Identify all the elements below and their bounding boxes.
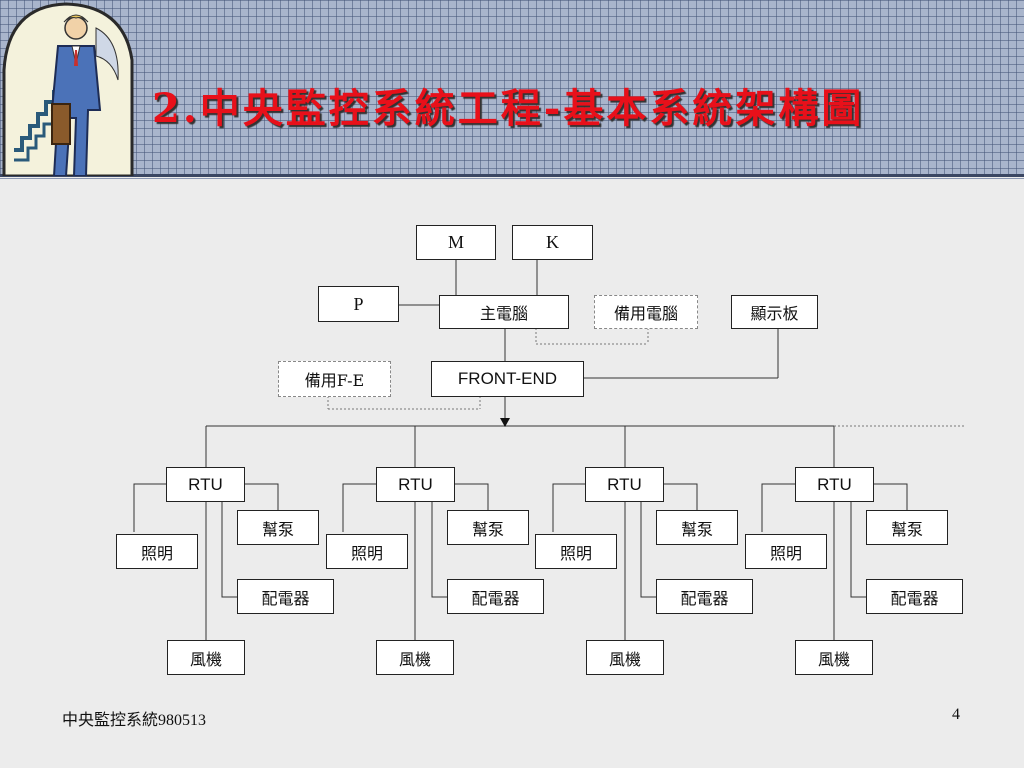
banner-divider [0, 174, 1024, 177]
rtu-box: RTU [376, 467, 455, 502]
title-banner [0, 0, 1024, 174]
pump-box: 幫泵 [447, 510, 529, 545]
slide-title: 2.中央監控系統工程-基本系統架構圖 [152, 85, 865, 132]
distributor-box: 配電器 [866, 579, 963, 614]
distributor-box: 配電器 [656, 579, 753, 614]
rtu-box: RTU [166, 467, 245, 502]
fan-box: 風機 [376, 640, 454, 675]
footer-text: 中央監控系統980513 [62, 712, 207, 729]
rtu-box: RTU [795, 467, 874, 502]
pump-box: 幫泵 [866, 510, 948, 545]
main-computer-box: 主電腦 [439, 295, 569, 329]
lighting-box: 照明 [326, 534, 408, 569]
lighting-box: 照明 [116, 534, 198, 569]
businessman-climbing-stairs-icon [2, 2, 134, 176]
rtu-box: RTU [585, 467, 664, 502]
pump-box: 幫泵 [237, 510, 319, 545]
banner-divider-thin [0, 178, 1024, 179]
front-end-box: FRONT-END [431, 361, 584, 397]
lighting-box: 照明 [745, 534, 827, 569]
distributor-box: 配電器 [237, 579, 334, 614]
page-number: 4 [952, 706, 960, 723]
fan-box: 風機 [795, 640, 873, 675]
distributor-box: 配電器 [447, 579, 544, 614]
lighting-box: 照明 [535, 534, 617, 569]
backup-computer-box: 備用電腦 [594, 295, 698, 329]
display-board-box: 顯示板 [731, 295, 818, 329]
pump-box: 幫泵 [656, 510, 738, 545]
fan-box: 風機 [167, 640, 245, 675]
m-node: M [416, 225, 496, 260]
p-node: P [318, 286, 399, 322]
backup-front-end-box: 備用F-E [278, 361, 391, 397]
k-node: K [512, 225, 593, 260]
fan-box: 風機 [586, 640, 664, 675]
